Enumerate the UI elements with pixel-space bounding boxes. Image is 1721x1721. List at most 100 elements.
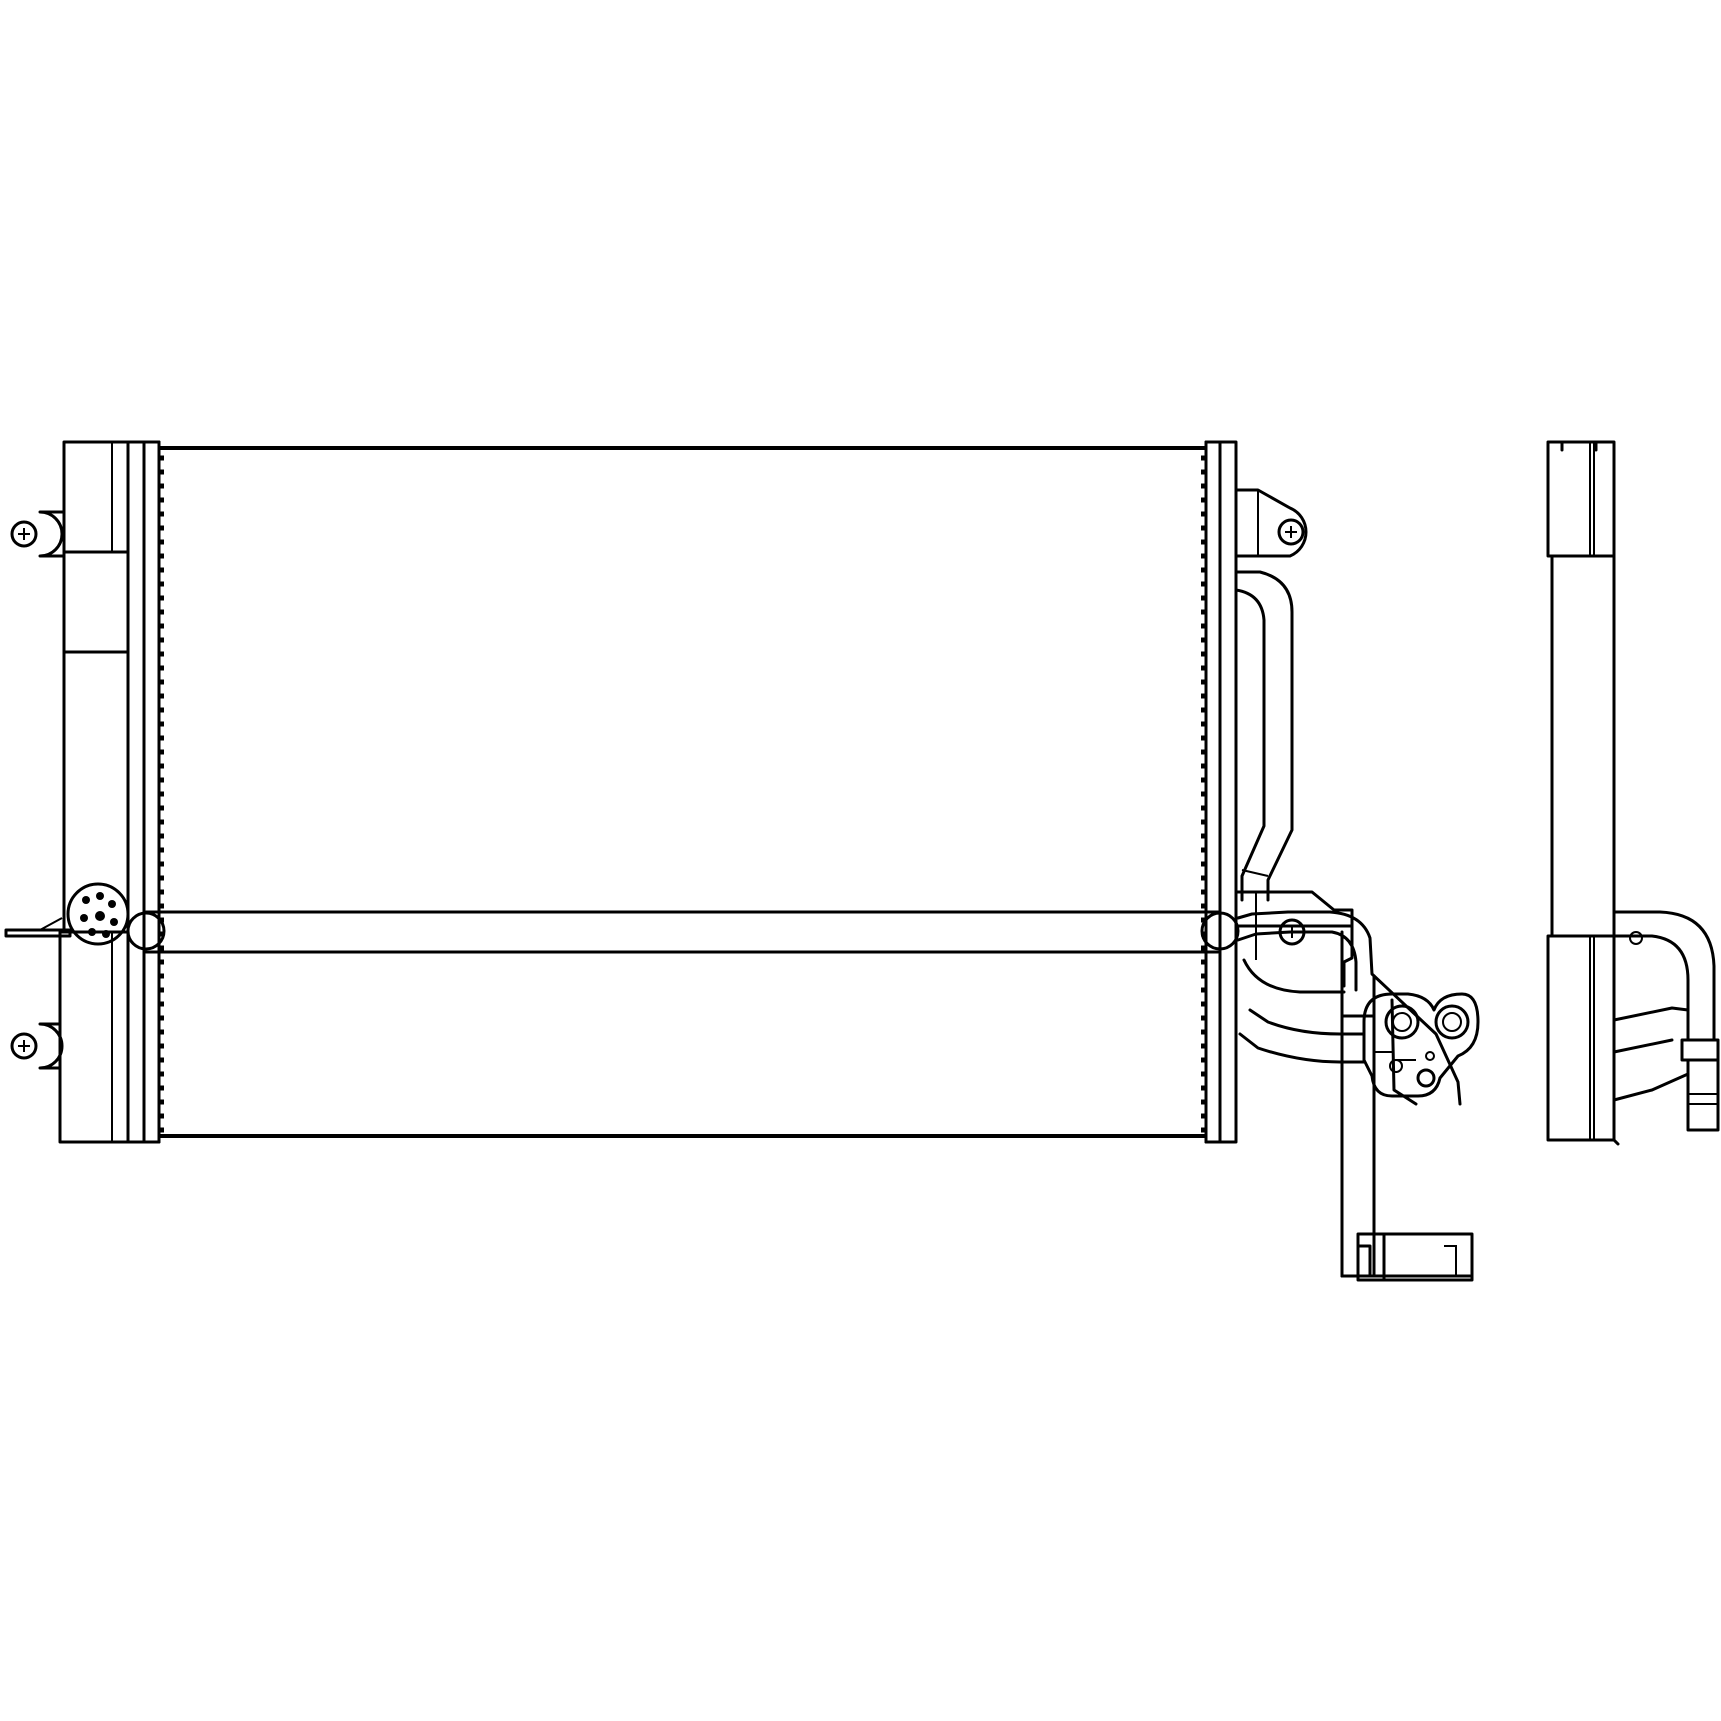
fin-tick — [158, 707, 164, 713]
fin-tick — [1201, 1113, 1207, 1119]
mount-tab-left-top — [10, 510, 66, 558]
fin-tick — [1201, 1001, 1207, 1007]
top-view-mount-tab — [4, 882, 130, 946]
fin-tick — [1201, 777, 1207, 783]
fin-tick — [158, 1099, 164, 1105]
fin-tick — [1201, 679, 1207, 685]
fin-tick — [1201, 819, 1207, 825]
fin-tick — [158, 763, 164, 769]
fin-tick — [1201, 875, 1207, 881]
fin-tick — [158, 903, 164, 909]
fin-tick — [158, 721, 164, 727]
fin-tick — [158, 1113, 164, 1119]
condenser-core — [157, 440, 1208, 1144]
fin-tick — [1201, 931, 1207, 937]
fin-tick — [1201, 539, 1207, 545]
fin-tick — [158, 609, 164, 615]
fin-tick — [158, 931, 164, 937]
fin-tick — [158, 889, 164, 895]
fin-tick — [158, 1001, 164, 1007]
fin-tick — [1201, 1085, 1207, 1091]
top-view — [4, 882, 1474, 1282]
fin-tick — [1201, 833, 1207, 839]
fin-tick — [1201, 1043, 1207, 1049]
fin-tick — [1201, 889, 1207, 895]
fin-tick — [1201, 1127, 1207, 1133]
fin-tick — [1201, 553, 1207, 559]
fin-tick — [1201, 651, 1207, 657]
fin-tick — [158, 539, 164, 545]
fin-tick — [158, 973, 164, 979]
fin-tick — [1201, 581, 1207, 587]
fin-tick — [158, 749, 164, 755]
fin-tick — [158, 637, 164, 643]
fin-tick — [158, 525, 164, 531]
fin-tick — [158, 1043, 164, 1049]
fin-tick — [1201, 945, 1207, 951]
fin-tick — [1201, 693, 1207, 699]
fin-tick — [1201, 707, 1207, 713]
fin-tick — [158, 623, 164, 629]
fin-tick — [1201, 511, 1207, 517]
fin-tick — [158, 777, 164, 783]
fin-tick — [1201, 1057, 1207, 1063]
fin-tick — [1201, 763, 1207, 769]
fin-tick — [158, 511, 164, 517]
fin-tick — [158, 945, 164, 951]
fin-tick — [158, 875, 164, 881]
fin-tick — [1201, 665, 1207, 671]
fin-tick — [1201, 1099, 1207, 1105]
fin-tick — [158, 455, 164, 461]
fin-ticks-left — [158, 455, 164, 1133]
front-view — [10, 440, 1480, 1144]
fin-tick — [158, 861, 164, 867]
fin-tick — [158, 651, 164, 657]
fin-tick — [158, 693, 164, 699]
fin-tick — [158, 497, 164, 503]
fin-tick — [1201, 973, 1207, 979]
fin-tick — [158, 595, 164, 601]
fin-tick — [1201, 735, 1207, 741]
mount-bracket-right-top — [1234, 488, 1308, 558]
fin-tick — [1201, 1071, 1207, 1077]
fin-tick — [1201, 637, 1207, 643]
fin-tick — [1201, 567, 1207, 573]
fin-tick — [158, 959, 164, 965]
fin-tick — [158, 1015, 164, 1021]
fin-tick — [1201, 791, 1207, 797]
fin-tick — [158, 1127, 164, 1133]
fin-tick — [158, 847, 164, 853]
fin-tick — [1201, 959, 1207, 965]
fin-tick — [1201, 749, 1207, 755]
fin-tick — [158, 819, 164, 825]
left-header-tank — [58, 440, 161, 1144]
refrigerant-pipe — [1234, 570, 1294, 902]
top-view-grommet-marks — [80, 892, 118, 938]
fin-tick — [1201, 805, 1207, 811]
fin-tick — [1201, 1029, 1207, 1035]
fin-tick — [158, 735, 164, 741]
fin-tick — [1201, 1015, 1207, 1021]
fin-tick — [158, 805, 164, 811]
fin-tick — [158, 581, 164, 587]
fin-tick — [158, 483, 164, 489]
block-fitting — [1362, 992, 1480, 1098]
fin-tick — [1201, 483, 1207, 489]
side-view-pipe — [1612, 910, 1720, 1132]
fin-tick — [158, 1029, 164, 1035]
fin-tick — [158, 1085, 164, 1091]
lower-bracket — [1234, 890, 1366, 1064]
fin-tick — [1201, 469, 1207, 475]
fin-tick — [158, 553, 164, 559]
fin-tick — [158, 833, 164, 839]
fin-tick — [1201, 847, 1207, 853]
fin-tick — [1201, 595, 1207, 601]
fin-tick — [158, 469, 164, 475]
fin-tick — [1201, 455, 1207, 461]
side-view-tank — [1546, 440, 1620, 1146]
fin-tick — [1201, 497, 1207, 503]
fin-tick — [1201, 903, 1207, 909]
fin-tick — [158, 1071, 164, 1077]
mount-tab-left-bottom — [10, 1022, 64, 1070]
fin-tick — [1201, 861, 1207, 867]
